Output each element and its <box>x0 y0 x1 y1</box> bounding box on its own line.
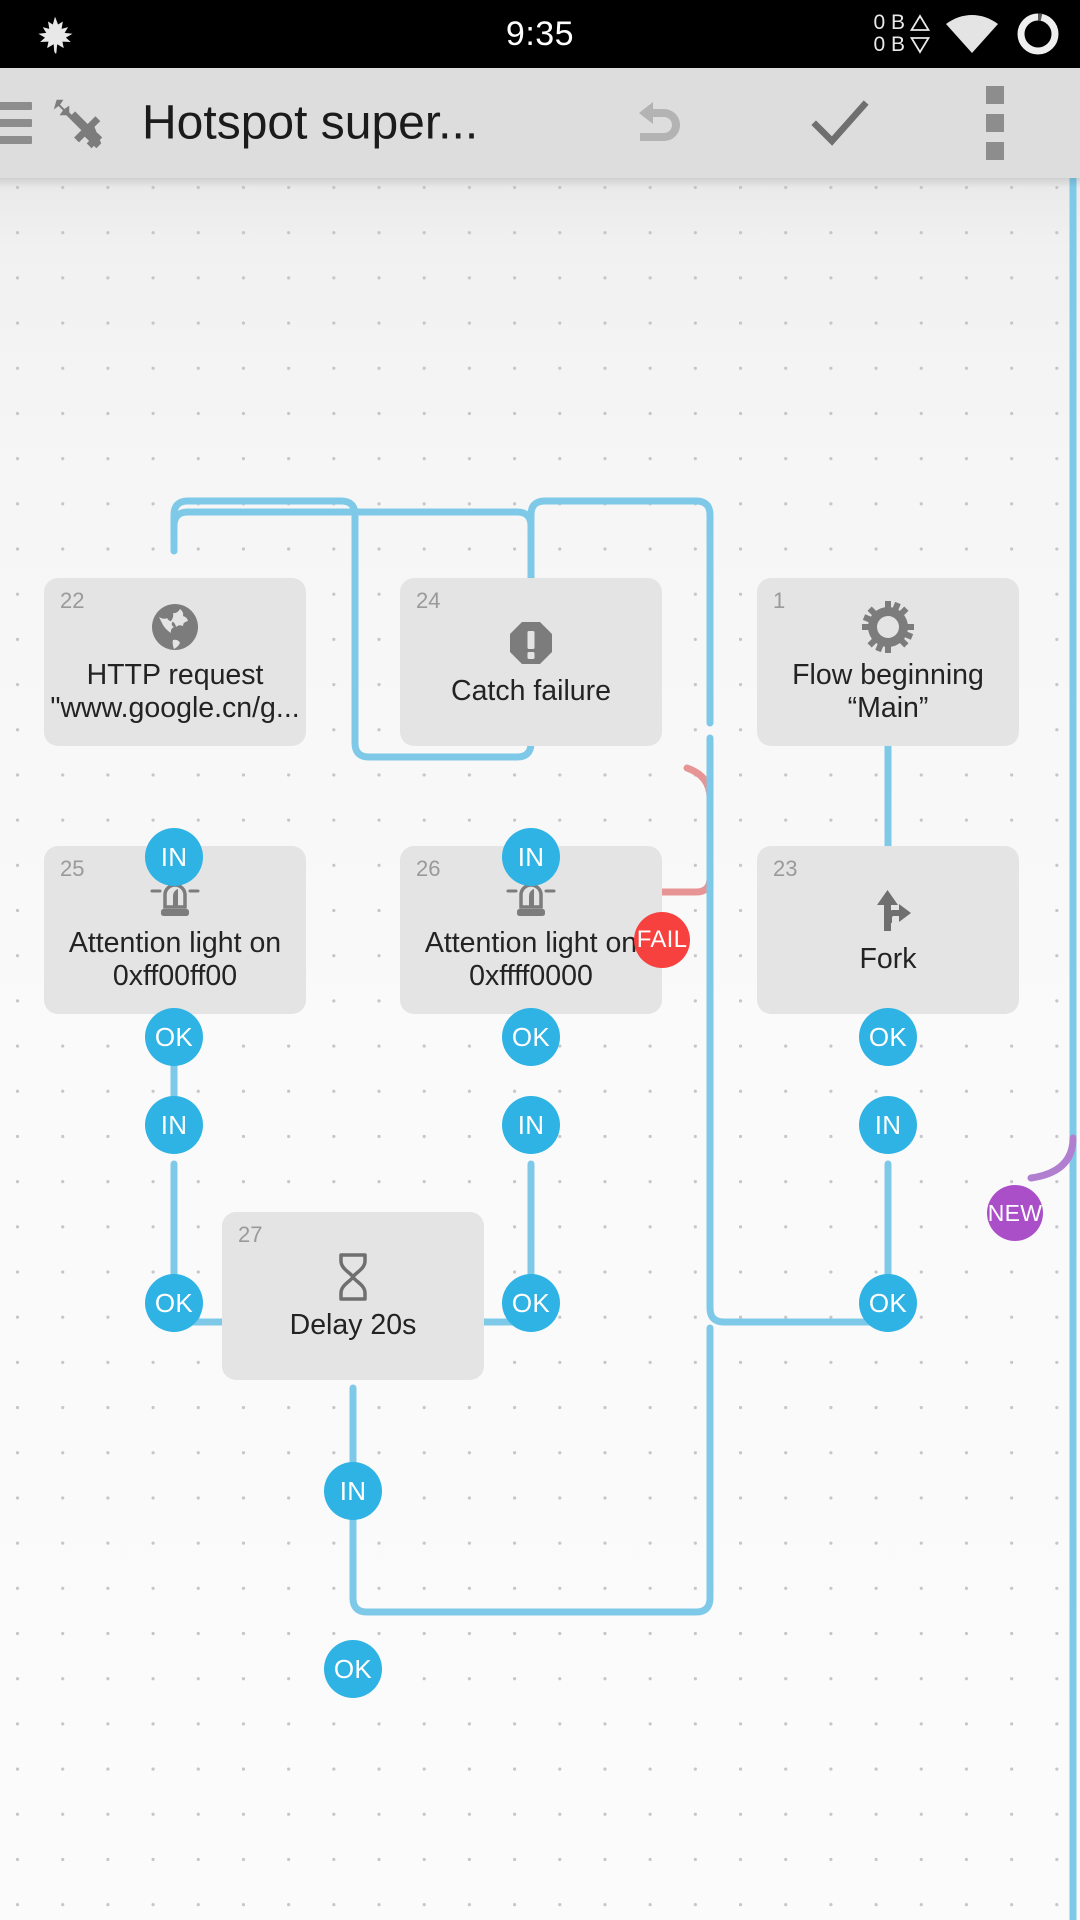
node-23-ok-port[interactable]: OK <box>859 1274 917 1332</box>
status-right-cluster: 0 B 0 B <box>873 0 1062 68</box>
battery-circle-icon <box>1017 13 1059 55</box>
flow-node-27[interactable]: 27 Delay 20s <box>222 1212 484 1380</box>
node-24-ok-port[interactable]: OK <box>502 1008 560 1066</box>
port-label: IN <box>160 1109 188 1140</box>
port-label: OK <box>333 1653 373 1684</box>
network-download-value: 0 B <box>873 33 905 56</box>
node-content: Catch failure <box>400 578 662 746</box>
hamburger-menu-icon[interactable] <box>0 102 32 144</box>
node-number: 22 <box>60 588 85 613</box>
port-label: OK <box>511 1021 551 1052</box>
node-24-in-port[interactable]: IN <box>502 828 560 886</box>
flow-node-24[interactable]: 24 Catch failure <box>400 578 662 746</box>
node-26-ok-port[interactable]: OK <box>502 1274 560 1332</box>
node-1-ok-port[interactable]: OK <box>859 1008 917 1066</box>
gear-icon <box>862 600 914 653</box>
flow-node-22[interactable]: 22 HTTP request "www.google.cn/g... <box>44 578 306 746</box>
node-25-ok-port[interactable]: OK <box>145 1274 203 1332</box>
node-content: HTTP request "www.google.cn/g... <box>44 578 306 746</box>
node-label: Catch failure <box>451 675 611 708</box>
port-label: IN <box>339 1475 367 1506</box>
node-22-in-port[interactable]: IN <box>145 828 203 886</box>
port-label: IN <box>874 1109 902 1140</box>
node-24-fail-port[interactable]: FAIL <box>634 912 690 968</box>
node-number: 27 <box>238 1222 263 1247</box>
network-upload-row: 0 B <box>873 10 930 34</box>
flow-node-23[interactable]: 23 Fork <box>757 846 1019 1014</box>
node-number: 1 <box>773 588 786 613</box>
port-label: FAIL <box>636 926 688 953</box>
warning-octagon-icon <box>510 622 552 665</box>
node-content: Fork <box>757 846 1019 1014</box>
fork-arrows-icon <box>877 890 911 932</box>
port-label: OK <box>154 1021 194 1052</box>
flow-node-1[interactable]: 1 <box>757 578 1019 746</box>
triangle-up-icon <box>910 14 930 31</box>
wire-to-catchfail-in <box>527 497 714 727</box>
maple-leaf-icon <box>38 16 73 54</box>
port-label: OK <box>868 1287 908 1318</box>
network-traffic: 0 B 0 B <box>873 10 930 56</box>
node-number: 25 <box>60 856 85 881</box>
node-23-in-port[interactable]: IN <box>859 1096 917 1154</box>
status-bar: 9:35 0 B 0 B <box>0 0 1080 68</box>
tools-hammer-wrench-icon[interactable] <box>46 92 108 154</box>
node-number: 26 <box>416 856 441 881</box>
node-27-ok-port[interactable]: OK <box>324 1640 382 1698</box>
node-label: Attention light on 0xffff0000 <box>424 926 638 992</box>
more-vertical-icon[interactable] <box>984 86 1006 160</box>
undo-arrow-icon[interactable] <box>626 91 690 155</box>
node-content: Flow beginning “Main” <box>757 578 1019 746</box>
node-label: Fork <box>859 943 917 976</box>
port-label: OK <box>868 1021 908 1052</box>
node-label: HTTP request "www.google.cn/g... <box>50 658 300 724</box>
node-content: Delay 20s <box>222 1212 484 1380</box>
port-label: IN <box>517 841 545 872</box>
node-27-in-port[interactable]: IN <box>324 1462 382 1520</box>
page-title: Hotspot super... <box>142 96 479 150</box>
node-22-ok-port[interactable]: OK <box>145 1008 203 1066</box>
port-label: IN <box>160 841 188 872</box>
globe-icon <box>152 603 198 650</box>
node-26-in-port[interactable]: IN <box>502 1096 560 1154</box>
node-number: 23 <box>773 856 798 881</box>
wifi-icon <box>946 15 998 53</box>
port-label: NEW <box>987 1199 1043 1226</box>
wire-delay-ok-loop <box>349 1324 714 1616</box>
port-label: OK <box>511 1287 551 1318</box>
port-label: IN <box>517 1109 545 1140</box>
check-icon[interactable] <box>808 91 872 155</box>
flow-canvas[interactable]: 22 HTTP request "www.google.cn/g... IN O… <box>0 178 1080 1920</box>
wire-new-badge-link <box>1027 1134 1077 1182</box>
node-number: 24 <box>416 588 441 613</box>
network-upload-value: 0 B <box>873 10 905 34</box>
node-25-in-port[interactable]: IN <box>145 1096 203 1154</box>
node-label: Flow beginning “Main” <box>792 658 984 724</box>
node-label: Delay 20s <box>289 1309 417 1342</box>
app-toolbar: Hotspot super... <box>0 68 1080 178</box>
hourglass-icon <box>339 1253 367 1302</box>
port-label: OK <box>154 1287 194 1318</box>
node-content: Attention light on 0xffff0000 <box>400 846 662 1014</box>
network-download-row: 0 B <box>873 33 930 56</box>
node-label: Attention light on 0xff00ff00 <box>68 926 282 992</box>
node-content: Attention light on 0xff00ff00 <box>44 846 306 1014</box>
triangle-down-icon <box>910 37 930 54</box>
node-23-new-port[interactable]: NEW <box>987 1185 1043 1241</box>
wire-catchfail-ok-to-http-in <box>170 497 535 761</box>
status-clock: 9:35 <box>505 14 575 53</box>
